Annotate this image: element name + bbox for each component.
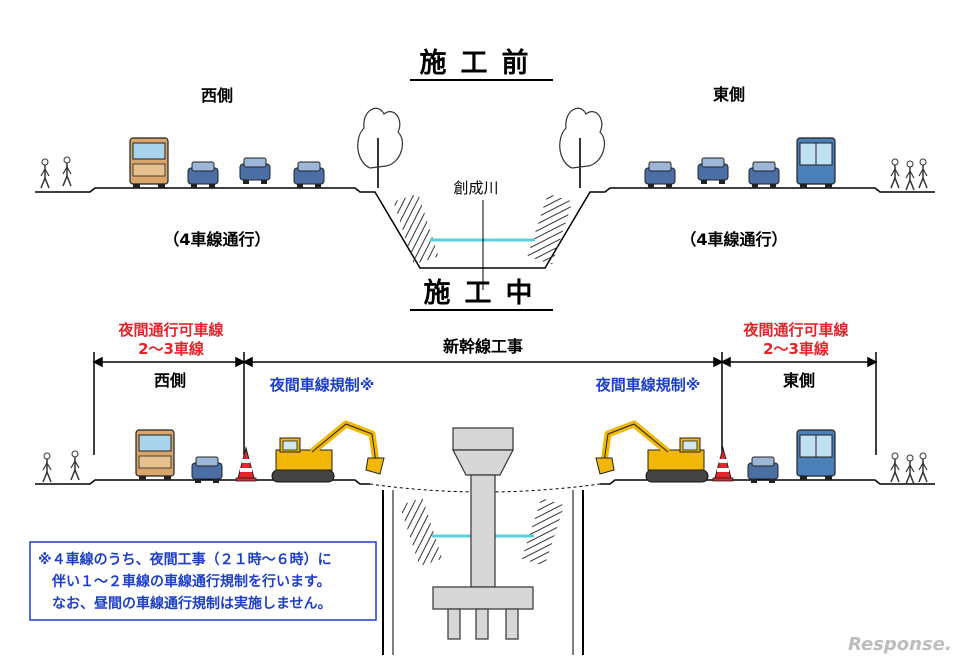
dimension-lines: [92, 352, 878, 455]
car-icon: [191, 456, 223, 484]
note-line-1: ※４車線のうち、夜間工事（２１時～６時）に: [38, 551, 332, 568]
note-line-3: なお、昼間の車線通行規制は実施しません。: [52, 595, 332, 612]
car-icon: [239, 157, 271, 185]
car-icon: [187, 161, 219, 189]
tree-icon: [356, 107, 404, 189]
bus-icon: [796, 429, 836, 481]
bus-icon: [796, 137, 836, 189]
pedestrian-icon: [890, 452, 900, 483]
tree-icon: [558, 107, 606, 189]
excavator-icon: [272, 424, 384, 482]
excavator-icon: [596, 424, 708, 482]
during-title: 施工中: [424, 278, 547, 309]
pedestrian-icon: [890, 158, 900, 189]
river-label: 創成川: [453, 179, 498, 197]
pedestrian-icon: [62, 156, 72, 187]
car-icon: [697, 157, 729, 185]
before-ground-profile: [35, 187, 935, 269]
before-west-label: 西側: [201, 86, 233, 105]
night-regulation-right: 夜間車線規制※: [595, 376, 701, 394]
bus-icon: [129, 137, 169, 189]
night-lanes-right-count: 2～3車線: [763, 340, 829, 358]
before-right-lanes: （4車線通行）: [680, 230, 787, 249]
before-east-label: 東側: [713, 85, 745, 104]
car-icon: [748, 161, 780, 189]
bus-icon: [135, 429, 175, 481]
during-ground-profile: [35, 479, 935, 485]
note-line-2: 伴い１～２車線の車線通行規制を行います。: [51, 573, 331, 590]
before-title: 施工前: [420, 47, 543, 79]
car-icon: [644, 161, 676, 189]
pedestrian-icon: [905, 454, 915, 485]
traffic-cone-icon: [712, 447, 734, 482]
pedestrian-icon: [905, 160, 915, 191]
pedestrian-icon: [40, 158, 50, 189]
pedestrian-icon: [918, 452, 928, 483]
night-regulation-left: 夜間車線規制※: [269, 376, 375, 394]
during-west-label: 西側: [154, 371, 186, 390]
night-lanes-left-label: 夜間通行可車線: [117, 321, 223, 339]
pedestrian-icon: [42, 452, 52, 483]
during-right-revetment: [521, 497, 565, 567]
pedestrian-icon: [70, 450, 80, 481]
before-left-revetment: [393, 193, 439, 265]
before-left-lanes: （4車線通行）: [163, 230, 270, 249]
shinkansen-pier: [432, 427, 534, 640]
pedestrian-icon: [918, 158, 928, 189]
car-icon: [293, 161, 325, 189]
during-east-label: 東側: [783, 371, 815, 390]
response-watermark: Response.: [848, 634, 952, 655]
note-box: [29, 541, 377, 621]
traffic-cone-icon: [235, 447, 257, 482]
car-icon: [747, 456, 779, 484]
during-left-revetment: [399, 497, 443, 567]
night-lanes-left-count: 2～3車線: [138, 340, 204, 358]
shinkansen-work-label: 新幹線工事: [443, 337, 523, 356]
night-lanes-right-label: 夜間通行可車線: [742, 321, 848, 339]
before-right-revetment: [527, 193, 573, 265]
